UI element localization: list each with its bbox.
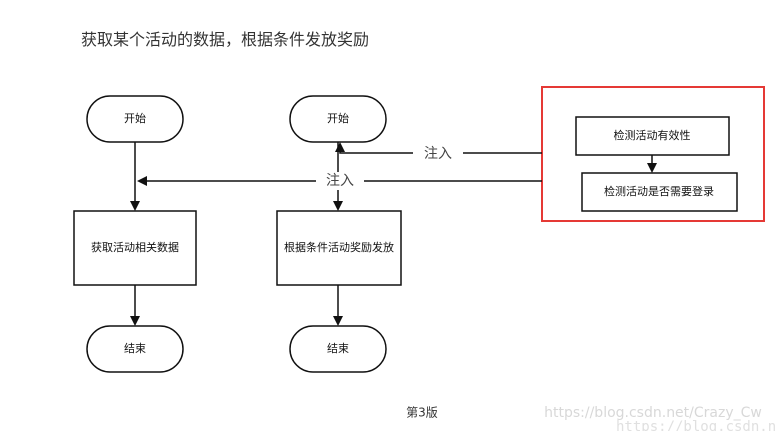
- middle-process-node: [276, 210, 402, 286]
- left-end-label: 结束: [124, 342, 146, 355]
- check-login-node: [581, 172, 738, 212]
- watermark-text: https://blog.csdn.net/Crazy_Cw: [544, 405, 762, 421]
- middle-start-label: 开始: [327, 111, 349, 125]
- left-process-node: [73, 210, 197, 286]
- middle-process-label: 根据条件活动奖励发放: [284, 240, 394, 254]
- inject-upper-label: 注入: [424, 146, 452, 162]
- left-start-label: 开始: [124, 111, 146, 125]
- check-validity-label: 检测活动有效性: [614, 128, 691, 142]
- highlight-box: [541, 86, 765, 222]
- watermark-partial-text: https://blog.csdn.ne: [616, 419, 775, 431]
- inject-lower-label: 注入: [326, 173, 354, 189]
- inject-lower-label-bg: [316, 172, 364, 190]
- middle-end-node: [289, 325, 387, 373]
- left-end-node: [86, 325, 184, 373]
- left-process-label: 获取活动相关数据: [91, 240, 179, 254]
- diagram-title: 获取某个活动的数据，根据条件发放奖励: [81, 30, 369, 49]
- inject-arrow-upper: [335, 142, 542, 154]
- version-caption: 第3版: [406, 406, 438, 420]
- middle-end-label: 结束: [327, 342, 349, 355]
- inject-upper-label-bg: [413, 145, 463, 163]
- check-login-label: 检测活动是否需要登录: [604, 184, 714, 198]
